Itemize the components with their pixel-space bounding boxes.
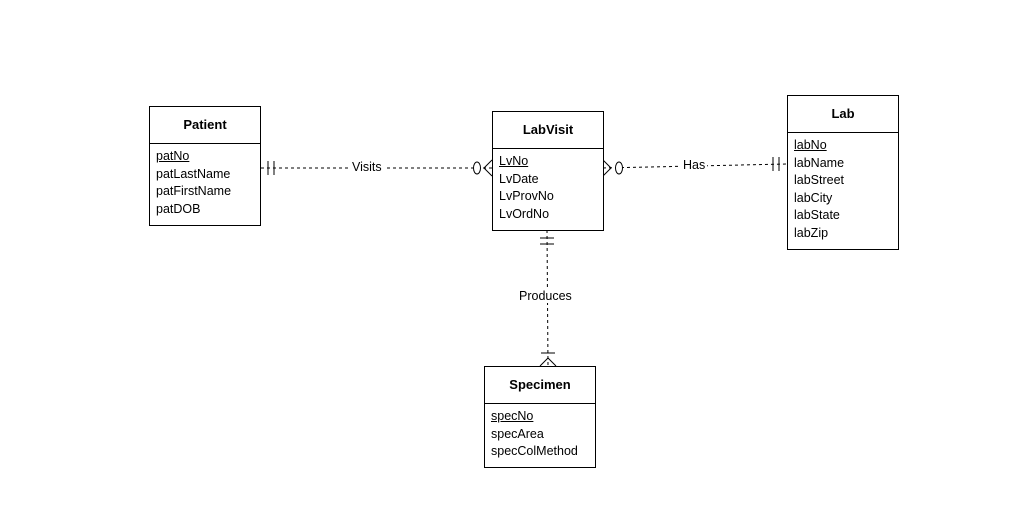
has-labvisit-crow-1: [602, 159, 612, 169]
produces-specimen-crow-2: [547, 357, 557, 367]
attribute-specno: specNo: [491, 409, 534, 423]
entity-specimen[interactable]: Specimen specNo specArea specColMethod: [484, 366, 596, 468]
entity-lab[interactable]: Lab labNo labName labStreet labCity labS…: [787, 95, 899, 250]
attribute-patlastname: patLastName: [156, 166, 231, 181]
attribute-patdob: patDOB: [156, 201, 201, 216]
produces-label: Produces: [517, 289, 574, 303]
produces-specimen-crow-1: [539, 357, 549, 367]
attribute-patno: patNo: [156, 149, 190, 163]
attribute-lvordno: LvOrdNo: [499, 206, 550, 221]
entity-labvisit-attributes: LvNo LvDate LvProvNo LvOrdNo: [493, 149, 603, 223]
attribute-lvdate: LvDate: [499, 171, 539, 186]
entity-patient-attributes: patNo patLastName patFirstName patDOB: [150, 144, 260, 218]
attribute-speccolmethod: specColMethod: [491, 444, 578, 458]
attribute-specarea: specArea: [491, 426, 544, 441]
attribute-lvprovno: LvProvNo: [499, 189, 554, 203]
attribute-patfirstname: patFirstName: [156, 184, 232, 198]
attribute-labname: labName: [794, 155, 845, 170]
attribute-labzip: labZip: [794, 225, 829, 240]
visits-label: Visits: [350, 160, 384, 174]
entity-specimen-title: Specimen: [485, 367, 595, 404]
entity-patient-title: Patient: [150, 107, 260, 144]
attribute-labno: labNo: [794, 138, 827, 152]
entity-lab-title: Lab: [788, 96, 898, 133]
entity-specimen-attributes: specNo specArea specColMethod: [485, 404, 595, 461]
entity-labvisit-title: LabVisit: [493, 112, 603, 149]
attribute-labstate: labState: [794, 208, 840, 222]
has-label: Has: [681, 158, 708, 172]
attribute-labstreet: labStreet: [794, 173, 845, 187]
entity-lab-attributes: labNo labName labStreet labCity labState…: [788, 133, 898, 242]
has-labvisit-crow-2: [602, 167, 612, 177]
visits-labvisit-crow-1: [483, 159, 493, 169]
visits-labvisit-crow-2: [483, 167, 493, 177]
has-labvisit-zero-circle: [615, 161, 623, 175]
visits-labvisit-zero-circle: [473, 161, 481, 175]
entity-labvisit[interactable]: LabVisit LvNo LvDate LvProvNo LvOrdNo: [492, 111, 604, 231]
attribute-lvno: LvNo: [499, 154, 529, 168]
entity-patient[interactable]: Patient patNo patLastName patFirstName p…: [149, 106, 261, 226]
attribute-labcity: labCity: [794, 190, 833, 205]
